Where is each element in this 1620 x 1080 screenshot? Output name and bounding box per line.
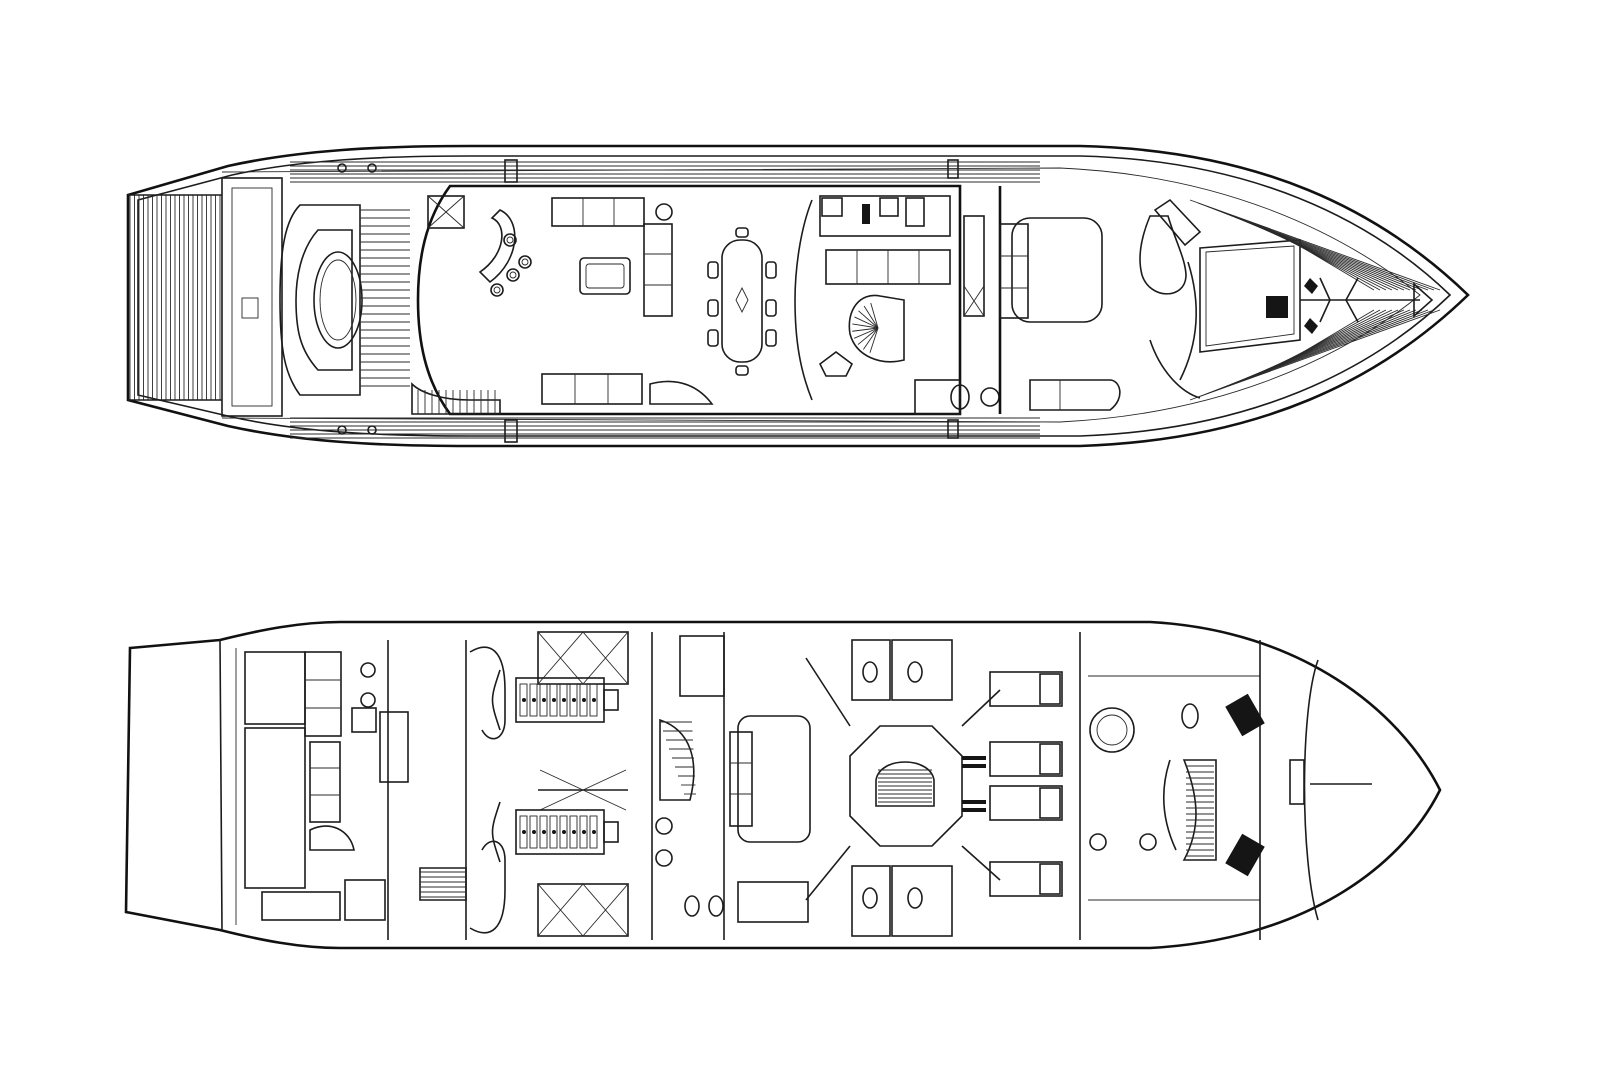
crew-quarters [244,640,467,940]
cockpit-teak [360,209,410,387]
wet-bar [427,195,532,297]
side-deck-planking [290,161,1040,439]
ensuite-heads [851,639,953,937]
aft-cockpit [279,204,363,396]
forward-lounge [1139,198,1202,399]
central-lobby [805,657,1001,901]
main-deck-hull [126,144,1470,448]
dining-table [707,227,777,376]
salon-sofa-port [541,373,714,405]
guest-cabin-main [998,186,1121,414]
anchor-windlass [1300,277,1434,334]
engine-room [469,631,653,940]
transom [221,177,283,417]
galley [794,195,951,401]
swim-platform [128,194,222,401]
foredeck-sunpad [1199,239,1301,353]
starboard-engine [491,801,619,863]
guest-cabins-lower [962,632,1081,940]
deck-fittings [337,159,959,443]
master-cabin [1088,640,1372,940]
salon-coffee-table [579,257,631,295]
salon-enclosure [416,184,962,416]
foredeck-teak [1189,199,1441,401]
lower-deck-plan [124,620,1442,950]
day-head [914,215,1000,415]
vip-cabin [655,632,811,940]
aft-stair [411,382,501,415]
port-engine [491,669,619,731]
main-deck-plan [126,144,1470,448]
lower-deck-hull [124,620,1442,950]
salon-sofa-starboard [551,197,673,317]
